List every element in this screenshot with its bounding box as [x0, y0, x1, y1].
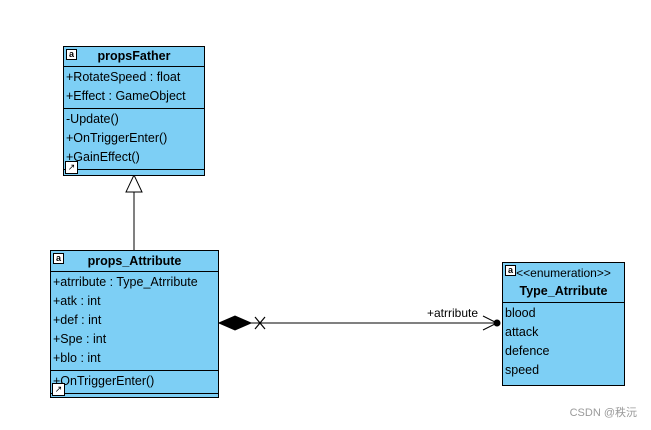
- enum-header: a <<enumeration>> Type_Atrribute: [503, 263, 624, 303]
- class-name: propsFather: [97, 49, 171, 63]
- attributes-compartment: +RotateSpeed : float +Effect : GameObjec…: [64, 67, 204, 109]
- attributes-compartment: +atrribute : Type_Atrribute +atk : int +…: [51, 272, 218, 371]
- class-props-father[interactable]: a propsFather +RotateSpeed : float +Effe…: [63, 46, 205, 176]
- class-icon: a: [66, 49, 77, 60]
- attribute-item: +def : int: [53, 313, 102, 327]
- literals-compartment: blood attack defence speed: [503, 303, 624, 382]
- operation-item: +OnTriggerEnter(): [53, 374, 155, 388]
- composition-diamond: [217, 315, 253, 331]
- class-icon: a: [505, 265, 516, 276]
- attribute-item: +Effect : GameObject: [66, 89, 186, 103]
- class-header: a propsFather: [64, 47, 204, 67]
- operation-item: +OnTriggerEnter(): [66, 131, 168, 145]
- class-name: props_Attribute: [87, 254, 182, 268]
- attribute-item: +atk : int: [53, 294, 101, 308]
- enum-type-atrribute[interactable]: a <<enumeration>> Type_Atrribute blood a…: [502, 262, 625, 386]
- operation-item: +GainEffect(): [66, 150, 140, 164]
- attribute-item: +RotateSpeed : float: [66, 70, 181, 84]
- operations-compartment: -Update() +OnTriggerEnter() +GainEffect(…: [64, 109, 204, 170]
- enum-literal: defence: [505, 344, 550, 358]
- enum-stereotype: <<enumeration>>: [516, 266, 611, 280]
- operation-item: -Update(): [66, 112, 119, 126]
- class-header: a props_Attribute: [51, 251, 218, 272]
- attribute-item: +blo : int: [53, 351, 101, 365]
- link-icon: ↗: [65, 161, 78, 174]
- attribute-item: +Spe : int: [53, 332, 107, 346]
- association-role-label: +atrribute: [427, 306, 479, 320]
- generalization-arrowhead: [125, 173, 143, 193]
- class-icon: a: [53, 253, 64, 264]
- watermark: CSDN @秩沅: [569, 407, 637, 419]
- composition-end-dot: [493, 319, 501, 327]
- composition-x-mark-b: [254, 316, 266, 330]
- enum-literal: attack: [505, 325, 539, 339]
- attribute-item: +atrribute : Type_Atrribute: [53, 275, 198, 289]
- enum-literal: blood: [505, 306, 536, 320]
- link-icon: ↗: [52, 383, 65, 396]
- class-props-attribute[interactable]: a props_Attribute +atrribute : Type_Atrr…: [50, 250, 219, 398]
- enum-name: Type_Atrribute: [519, 284, 608, 298]
- operations-compartment: +OnTriggerEnter(): [51, 371, 218, 394]
- enum-literal: speed: [505, 363, 540, 377]
